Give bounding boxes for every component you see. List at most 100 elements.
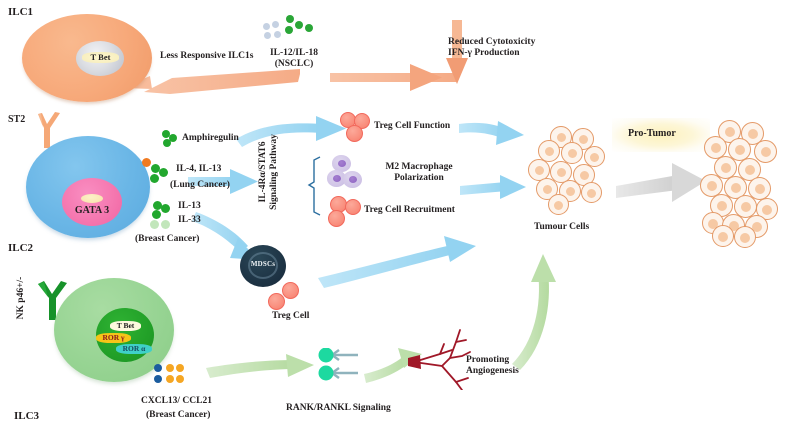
- label-promoting-angiogenesis: Promoting Angiogenesis: [466, 355, 550, 377]
- row-label-ilc3: ILC3: [14, 410, 40, 422]
- treg-cell: [345, 199, 361, 215]
- arrow-gray-protumor: [616, 163, 706, 202]
- row-label-nkp46: NK p46+/-: [16, 276, 26, 320]
- cytokine-dot-green: [151, 164, 160, 173]
- treg-cell: [268, 293, 285, 310]
- label-pathway-line2: Signaling Pathway: [269, 134, 280, 210]
- label-breast-cancer-ilc3: (Breast Cancer): [146, 410, 211, 420]
- label-treg-cell-recruitment: Treg Cell Recruitment: [364, 205, 455, 215]
- label-less-responsive-ilc1s: Less Responsive ILC1s: [160, 51, 254, 61]
- treg-function-cell-cluster: [340, 112, 380, 144]
- m2-macrophage-cluster: [326, 155, 370, 193]
- chemokine-dot-orange: [176, 375, 184, 383]
- label-breast-cancer-ilc2: (Breast Cancer): [135, 234, 200, 244]
- tumour-cell-mass-right: [700, 120, 782, 248]
- label-lung-cancer: (Lung Cancer): [170, 180, 230, 190]
- ilc3-tbet-label: T Bet: [110, 321, 141, 331]
- cytokine-dot-gray: [263, 23, 270, 30]
- label-m2-line2: Polarization: [394, 172, 444, 183]
- cytokine-dot-green: [150, 174, 159, 183]
- rank-ligand-dot: [318, 348, 334, 363]
- treg-recruitment-cell-cluster: [326, 196, 366, 230]
- row-label-ilc2: ILC2: [8, 242, 34, 254]
- label-treg-cell-function: Treg Cell Function: [374, 121, 451, 131]
- cxcl13-ccl21-dot-cluster: [154, 364, 188, 390]
- arrow-peach-right: [330, 20, 468, 91]
- cytokine-dot-lightgreen: [150, 220, 159, 229]
- arrow-blue-mid: [188, 169, 258, 194]
- il12-il18-dot-cluster: [263, 15, 323, 43]
- treg-cell-pair: [266, 282, 304, 310]
- label-amphiregulin: Amphiregulin: [182, 133, 239, 143]
- treg-cell: [346, 125, 363, 142]
- label-il13: IL-13: [178, 201, 201, 211]
- label-il4-il13: IL-4, IL-13: [176, 164, 222, 174]
- cytokine-dot-lightgreen: [161, 220, 170, 229]
- cytokine-dot-green: [161, 204, 170, 213]
- macrophage-nucleus: [338, 160, 346, 167]
- label-outcome-line2: IFN-γ Production: [448, 47, 520, 58]
- label-treg-cell: Treg Cell: [272, 311, 310, 321]
- rank-ligand-dot: [318, 365, 334, 381]
- chemokine-dot-blue: [154, 364, 162, 372]
- brace-pathway-branches: [307, 156, 321, 216]
- nkp46-receptor-icon: [38, 281, 67, 320]
- label-pro-tumor: Pro-Tumor: [628, 128, 676, 139]
- row-label-st2-receptor: ST2: [8, 114, 26, 125]
- angiogenesis-vessel-icon: [408, 329, 471, 390]
- cytokine-dot-gray: [272, 21, 279, 28]
- cytokine-dot-orange: [142, 158, 151, 167]
- cytokine-dot-green: [153, 201, 162, 210]
- label-angio-line2: Angiogenesis: [466, 365, 519, 376]
- arrow-blue-sweep: [318, 236, 476, 288]
- cytokine-dot-green: [162, 130, 170, 138]
- ilc2-nucleolus: [81, 194, 103, 203]
- mdsc-inner-ring: [248, 252, 278, 279]
- label-outcome-line1: Reduced Cytotoxicity: [448, 37, 536, 47]
- arrow-green-up: [512, 254, 556, 370]
- label-il4ra-stat6-pathway: IL-4Rα/STAT6 Signaling Pathway: [258, 112, 281, 232]
- chemokine-dot-orange: [166, 375, 174, 383]
- label-angio-line1: Promoting: [466, 355, 510, 365]
- ilc1-tbet-label: T Bet: [82, 52, 119, 63]
- rank-rankl-receptor-icon: [318, 348, 358, 381]
- label-pathway-line1: IL-4Rα/STAT6: [258, 141, 268, 203]
- cytokine-dot-green: [152, 210, 161, 219]
- chemokine-dot-blue: [154, 375, 162, 383]
- label-m2-line1: M2 Macrophage: [385, 162, 453, 172]
- label-cxcl13-ccl21: CXCL13/ CCL21: [141, 396, 212, 406]
- ilc3-roralpha-label: ROR α: [116, 344, 152, 354]
- cytokine-dot-green: [305, 24, 313, 32]
- il13-il33-dot-cluster: [148, 201, 178, 229]
- label-tumour-cells: Tumour Cells: [534, 222, 590, 232]
- chemokine-dot-orange: [176, 364, 184, 372]
- arrow-blue-to-tumour-1: [459, 121, 524, 145]
- arrow-blue-upper: [236, 116, 346, 147]
- il4-il13-dot-cluster: [142, 158, 172, 186]
- cytokine-dot-green: [169, 134, 177, 142]
- arrow-blue-to-tumour-2: [460, 175, 526, 199]
- amphiregulin-dot-cluster: [158, 130, 180, 150]
- label-il33: IL-33: [178, 215, 201, 225]
- ilc3-rorgamma-label: ROR γ: [96, 333, 131, 343]
- macrophage-nucleus: [349, 176, 357, 183]
- label-il12-il18: IL-12/IL-18 (NSCLC): [262, 48, 326, 70]
- label-il12-il18-line1: IL-12/IL-18: [269, 48, 319, 58]
- arrow-green-left: [206, 354, 314, 378]
- arrow-peach-left: [122, 69, 300, 94]
- cytokine-dot-green: [285, 26, 293, 34]
- mdsc-cell: MDSCs: [240, 245, 286, 287]
- macrophage-nucleus: [333, 175, 341, 182]
- row-label-ilc1: ILC1: [8, 6, 34, 18]
- chemokine-dot-orange: [166, 364, 174, 372]
- label-reduced-cytotoxicity: Reduced Cytotoxicity IFN-γ Production: [448, 37, 578, 59]
- label-mdscs: MDSCs: [250, 260, 276, 268]
- cytokine-dot-green: [295, 21, 303, 29]
- cytokine-dot-green: [286, 15, 294, 23]
- tumour-cell-mass-left: [528, 126, 620, 218]
- vessel-root: [408, 355, 421, 369]
- label-rank-rankl-signaling: RANK/RANKL Signaling: [286, 403, 391, 413]
- label-il12-il18-line2: (NSCLC): [274, 58, 314, 69]
- cytokine-dot-green: [163, 139, 171, 147]
- ilc2-gata3-label: GATA 3: [74, 205, 110, 216]
